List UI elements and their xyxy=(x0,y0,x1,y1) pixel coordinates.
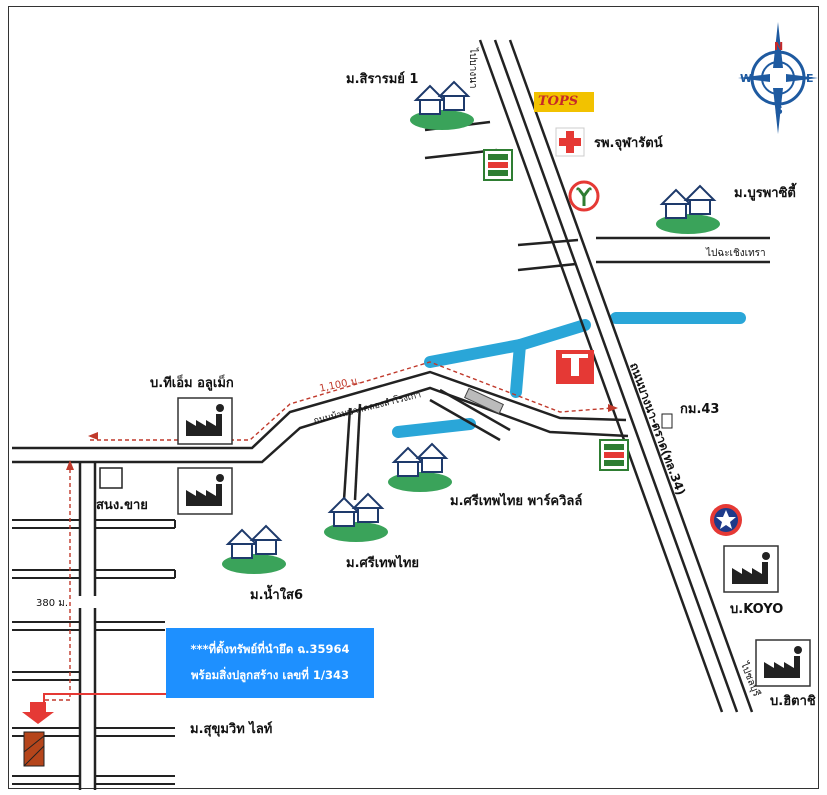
house-icon-sriteppark xyxy=(388,442,452,492)
hospital-icon xyxy=(555,127,585,157)
compass-south: S xyxy=(775,104,783,117)
label-road-to-bangna: ไปบางนา xyxy=(467,48,478,89)
label-distance-380: 380 ม. xyxy=(36,598,69,609)
compass-east: E xyxy=(806,72,814,85)
route-arrow-left xyxy=(88,432,98,440)
label-hospital: รพ.จุฬารัตน์ xyxy=(594,136,663,151)
factory-icon-koyo xyxy=(723,545,779,593)
main-highway xyxy=(478,39,754,713)
label-office: สนง.ขาย xyxy=(96,498,148,513)
compass xyxy=(738,22,818,134)
label-village-sriteppark: ม.ศรีเทพไทย พาร์ควิลล์ xyxy=(450,494,583,509)
km-post-icon xyxy=(661,413,673,429)
seven-eleven-icon-2 xyxy=(599,439,629,471)
label-koyo: บ.KOYO xyxy=(730,602,784,617)
seven-eleven-icon xyxy=(483,149,513,181)
label-hitachi: บ.ฮิตาชิ xyxy=(770,694,816,709)
label-village-sukhumvit: ม.สุขุมวิท ไลท์ xyxy=(190,722,273,737)
route-arrow-right xyxy=(608,404,618,412)
route-arrow-up xyxy=(66,460,74,470)
label-village-sritep: ม.ศรีเทพไทย xyxy=(346,556,420,571)
bridge xyxy=(464,387,504,415)
canal xyxy=(392,312,746,438)
isuzu-icon xyxy=(556,350,594,384)
house-icon-burapha xyxy=(656,184,720,234)
label-village-siraram: ม.สิรารมย์ 1 xyxy=(346,72,419,87)
callout-line-1: ***ที่ตั้งทรัพย์ที่นำยึด ฉ.35964 xyxy=(190,642,350,656)
label-village-burapha: ม.บูรพาซิตี้ xyxy=(734,186,796,201)
factory-icon-hitachi xyxy=(755,639,811,687)
label-tm-aluminium: บ.ทีเอ็ม อลูเม็ก xyxy=(150,376,234,391)
caltex-icon xyxy=(710,504,742,536)
side-roads xyxy=(12,120,770,790)
label-tops: TOPS xyxy=(538,94,579,109)
compass-north: N xyxy=(774,40,784,53)
compass-west: W xyxy=(740,72,753,85)
target-arrow xyxy=(22,702,54,724)
property-callout: ***ที่ตั้งทรัพย์ที่นำยึด ฉ.35964 พร้อมสิ… xyxy=(166,628,374,698)
factory-icon-office xyxy=(177,467,233,515)
label-road-to-chachoengsao: ไปฉะเชิงเทรา xyxy=(706,248,766,259)
house-icon-sritep xyxy=(324,492,388,542)
label-village-namsai: ม.น้ำใส6 xyxy=(250,588,304,603)
tops-logo xyxy=(534,92,594,112)
factory-icon-tm xyxy=(177,397,233,445)
label-km43: กม.43 xyxy=(680,402,720,417)
house-icon-namsai xyxy=(222,524,286,574)
estate-lanes xyxy=(12,519,176,785)
house-icon-siraram xyxy=(410,80,474,130)
office-box xyxy=(99,467,123,489)
callout-line-2: พร้อมสิ่งปลูกสร้าง เลขที่ 1/343 xyxy=(190,668,350,682)
